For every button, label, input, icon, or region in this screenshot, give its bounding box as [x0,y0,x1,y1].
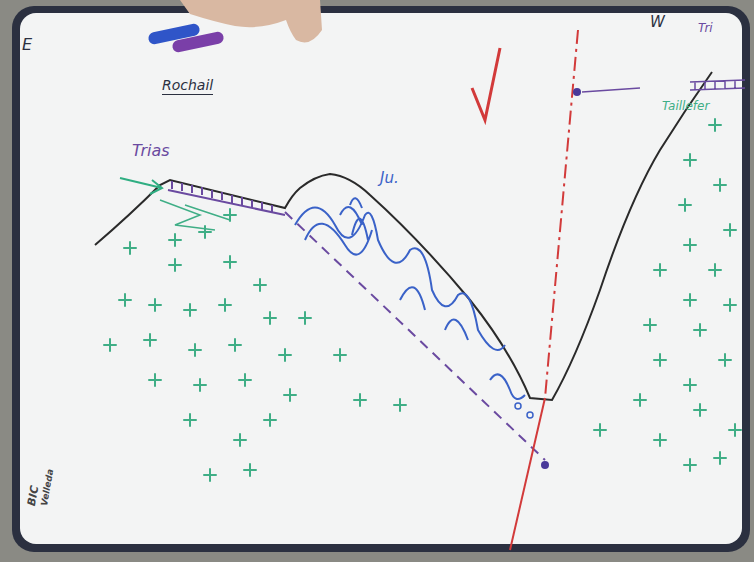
jurassic-folds [295,198,525,399]
jurassic-dot [515,403,521,409]
offset-marker [573,88,581,96]
fault-dashed [545,30,578,398]
compass-label: E [22,36,32,54]
basement-crosses [104,119,741,481]
jurassic-dot [527,412,533,418]
green-scribble [160,200,230,230]
green-arrow [120,178,162,194]
board-frame [12,6,750,552]
offset-marker [541,461,549,469]
unit-label: Ju. [380,170,399,187]
fault-solid [510,398,545,550]
locality-label: Rochail [162,78,213,95]
unit-label: Tri [698,22,713,35]
compass-label: W [650,14,665,31]
trias-band-right [582,88,640,92]
unit-label: Taillefer [662,100,709,113]
trias-hatch-right [690,80,745,90]
fault-check-mark [472,48,500,120]
purple-marker [171,31,224,54]
unit-label: Trias [132,142,170,160]
board-surface [20,13,742,544]
topographic-profile [95,72,712,400]
